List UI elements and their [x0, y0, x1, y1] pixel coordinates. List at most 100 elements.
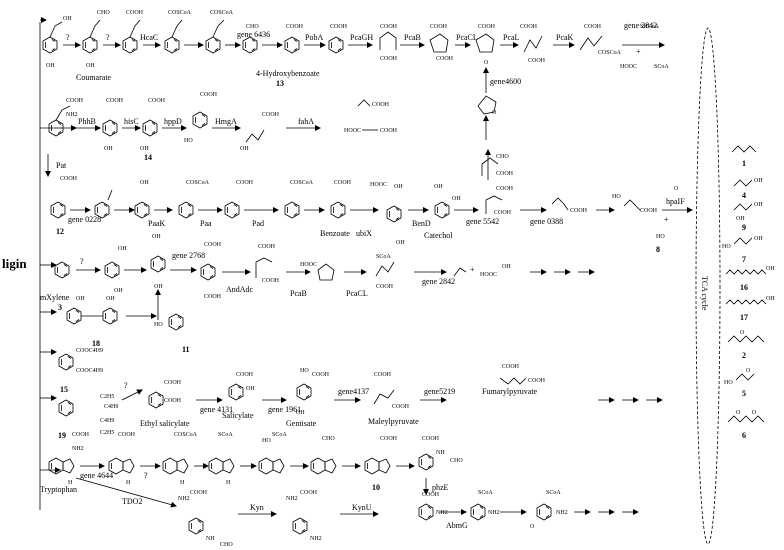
- group-label: CHO: [97, 10, 110, 16]
- enzyme-label: gene 0228: [68, 215, 101, 224]
- compound-number: 12: [56, 227, 64, 236]
- group-label: C4H9: [104, 404, 118, 410]
- compound-lactone: [317, 263, 335, 281]
- group-label: COOH: [496, 171, 514, 177]
- group-label: OH: [736, 216, 745, 222]
- group-label: COOH: [312, 372, 330, 378]
- compound-phenylacetate: [134, 201, 150, 219]
- enzyme-label: BenD: [412, 219, 431, 228]
- compound-formylanthranilate: [418, 453, 434, 471]
- enzyme-label: PcaB: [404, 33, 421, 42]
- group-label: O: [484, 60, 489, 66]
- group-label: NH2: [436, 510, 448, 516]
- enzyme-label: gene 2768: [172, 251, 205, 260]
- enzyme-label: ?: [106, 33, 110, 42]
- group-label: OH: [76, 296, 85, 302]
- group-label: OH: [63, 16, 72, 22]
- compound-gentisate: [296, 383, 312, 401]
- enzyme-label: gene 2842: [624, 21, 657, 30]
- compound-6: [727, 415, 765, 423]
- branch-arrows: [40, 17, 77, 473]
- root-label: ligin: [2, 256, 27, 271]
- compound-9: [733, 203, 753, 211]
- enzyme-label: ?: [66, 33, 70, 42]
- group-label: HO: [612, 194, 621, 200]
- compound-catechol: [434, 201, 450, 219]
- compound-11: [168, 313, 184, 331]
- compound-number: 18: [92, 339, 100, 348]
- compound-oxoadipyl-coa: [579, 35, 603, 51]
- compound-number: 8: [656, 245, 660, 254]
- compound-2: [727, 335, 765, 343]
- group-label: HOOC: [370, 182, 387, 188]
- group-label: COOH: [372, 102, 390, 108]
- group-label: COSCoA: [210, 10, 234, 16]
- group-label: OH: [46, 63, 55, 69]
- compound-number: 6: [742, 431, 746, 440]
- group-label: COOH: [236, 372, 254, 378]
- enzyme-label: phzE: [432, 483, 449, 492]
- group-label: COOC4H9: [76, 348, 103, 354]
- compound-15: [58, 353, 74, 371]
- row-compound18: OH OH 18 HO 11: [66, 296, 190, 354]
- compound-kynurenine: [292, 517, 308, 535]
- label-ethyl-salicylate: Ethyl salicylate: [140, 419, 190, 428]
- group-label: HOOC: [620, 64, 637, 70]
- enzyme-label: PobA: [305, 33, 323, 42]
- label-4-hydroxybenzoate: 4-Hydroxybenzoate: [256, 69, 320, 78]
- group-label: OH: [754, 178, 763, 184]
- group-label: HO: [724, 380, 733, 386]
- compound-18-ring-b: [102, 307, 118, 325]
- group-label: O: [740, 330, 745, 336]
- compound-number: 15: [60, 385, 68, 394]
- compound-16: [725, 269, 767, 275]
- group-label: SCoA: [478, 490, 493, 496]
- group-label: COOH: [126, 10, 144, 16]
- group-label: CHO: [450, 458, 463, 464]
- group-label: NH2: [72, 446, 84, 452]
- enzyme-label: gene5219: [424, 387, 455, 396]
- group-label: COOH: [300, 490, 318, 496]
- group-label: COOC4H9: [76, 368, 103, 374]
- group-label: COSCoA: [598, 50, 622, 56]
- compound-salicylate: [228, 383, 244, 401]
- group-label: COOH: [200, 92, 218, 98]
- compound-coumarate: [122, 36, 138, 54]
- group-label: COOH: [262, 112, 280, 118]
- compound-number: 5: [742, 389, 746, 398]
- row-benzoate-pathway: Pat COOH 12 gene 0228 OH PaaK COSCoA Paa…: [45, 154, 693, 254]
- enzyme-label: gene 4131: [200, 405, 233, 414]
- compound-oxoadipate: [523, 35, 543, 53]
- compound-19: [58, 399, 74, 417]
- enzyme-label: AndAdc: [226, 285, 254, 294]
- compound-4-hydroxybenzoate: [284, 36, 300, 54]
- compound-number: 4: [742, 191, 746, 200]
- group-label: COOH: [164, 380, 182, 386]
- label-mxylene: mXylene: [40, 293, 70, 302]
- compound-phenylpyruvate: [50, 201, 66, 219]
- group-label: NH2: [556, 510, 568, 516]
- group-label: NH2: [178, 496, 190, 502]
- enzyme-label: gene 2842: [422, 277, 455, 286]
- compound-4: [733, 179, 753, 187]
- compound-indole-acryloyl-coa: [162, 457, 189, 475]
- group-label: HO: [656, 234, 665, 240]
- group-label: H: [180, 480, 185, 486]
- group-label: COOH: [258, 244, 276, 250]
- group-label: OH: [296, 410, 305, 416]
- group-label: C4H9: [100, 418, 114, 424]
- group-label: COOH: [502, 364, 520, 370]
- compound-number: 16: [740, 283, 748, 292]
- compound-coumaraldehyde: [82, 36, 98, 54]
- enzyme-label: HmgA: [215, 117, 237, 126]
- group-label: COOH: [380, 436, 398, 442]
- plus-sign: +: [470, 265, 475, 274]
- enzyme-label: gene 1961: [268, 405, 301, 414]
- compound-ethyl-salicylate: [148, 391, 164, 409]
- enzyme-label: KynU: [352, 503, 372, 512]
- group-label: SHCoA: [640, 24, 660, 30]
- compound-hydroxy-coa: [205, 36, 221, 54]
- group-label: COOH: [528, 58, 546, 64]
- group-label: COOH: [496, 186, 514, 192]
- row-salicylate-pathway: C2H5 C4H9 C4H9 C2H5 19 ? COOH COOH Ethyl…: [58, 364, 663, 440]
